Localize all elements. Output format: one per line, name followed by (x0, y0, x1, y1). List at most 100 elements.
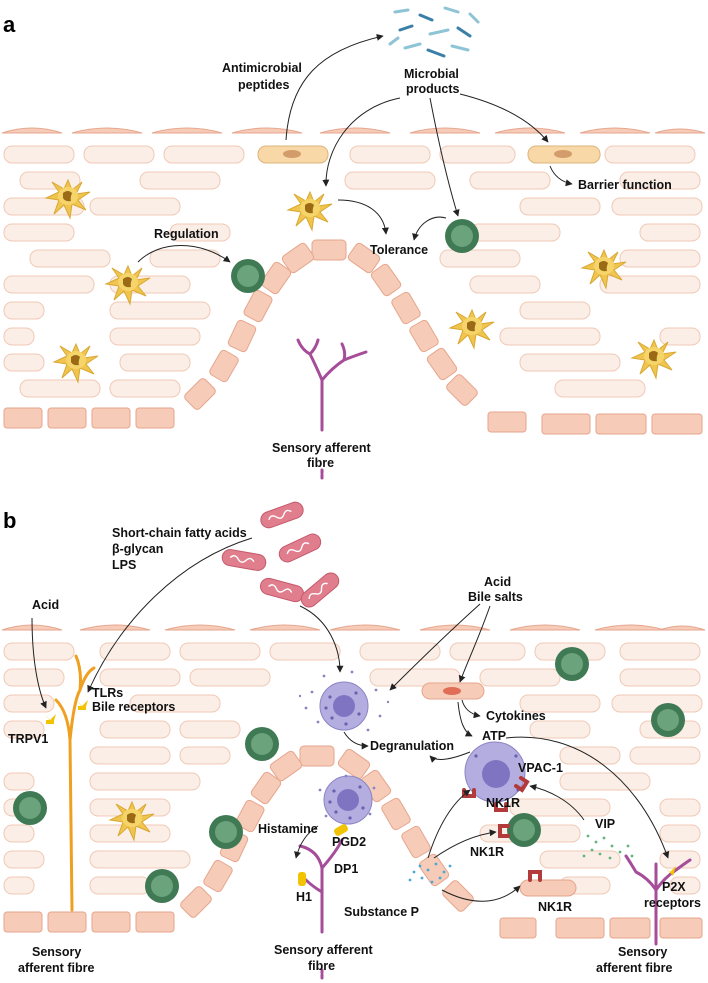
bacterium-icon (297, 569, 343, 611)
bacterium-icon (220, 547, 268, 573)
lymphocyte-cell (445, 219, 479, 253)
label-nk1r-immune: NK1R (470, 845, 504, 859)
vip-dots (582, 834, 634, 860)
arrow (457, 701, 473, 737)
dendritic-cell (287, 191, 333, 231)
panel-a: Antimicrobial peptides Microbial product… (1, 6, 706, 482)
arrow (322, 97, 401, 187)
arrow (285, 33, 384, 141)
label-p2x-line1: P2X (662, 880, 686, 894)
label-acid-left: Acid (32, 598, 59, 612)
basal-epithelial-row (3, 407, 703, 435)
bacterium-icon (257, 575, 307, 605)
dendritic-cell (53, 343, 99, 383)
arrow (87, 537, 253, 693)
label-bile-receptors: Bile receptors (92, 700, 175, 714)
bacterium-icon (275, 530, 325, 566)
arrow (505, 736, 670, 859)
arrow (461, 699, 481, 719)
arrow (429, 97, 460, 217)
panel-a-letter: a (3, 12, 16, 37)
arrow (343, 731, 369, 750)
lymphocyte-cell (245, 727, 279, 761)
arrow (427, 789, 471, 859)
label-dp1: DP1 (334, 862, 358, 876)
epithelium-layer (1, 624, 706, 895)
arrow (458, 605, 491, 683)
arrow (459, 93, 549, 143)
sensory-fibre (296, 338, 368, 482)
label-tolerance: Tolerance (370, 243, 428, 257)
label-barrier-function: Barrier function (578, 178, 672, 192)
granules (298, 670, 390, 732)
substance-p-dots (408, 862, 452, 884)
arrow (433, 829, 497, 859)
label-trpv1: TRPV1 (8, 732, 48, 746)
label-atp: ATP (482, 729, 506, 743)
mast-cell (323, 775, 373, 825)
dendritic-cell (631, 339, 677, 379)
arrow (337, 199, 389, 235)
crypt (180, 745, 474, 918)
arrow (137, 245, 231, 263)
mast-cell (319, 681, 369, 731)
receptor-yellow-icon (44, 700, 88, 724)
label-tlrs: TLRs (92, 686, 123, 700)
label-substance-p: Substance P (344, 905, 419, 919)
lymphocyte-cell (209, 815, 243, 849)
label-h1: H1 (296, 890, 312, 904)
label-sensory-mid-line1: Sensory afferent (274, 943, 373, 957)
label-nk1r-epithelial: NK1R (538, 900, 572, 914)
label-sensory-mid-line2: fibre (308, 959, 335, 973)
label-pgd2: PGD2 (332, 835, 366, 849)
lymphocyte-cell (13, 791, 47, 825)
label-p2x-line2: receptors (644, 896, 701, 910)
arrow (429, 751, 471, 763)
label-sensory-right-line2: afferent fibre (596, 961, 672, 975)
arrow (294, 825, 319, 859)
arrow (529, 783, 585, 821)
lymphocyte-cell (231, 259, 265, 293)
granules (318, 774, 376, 818)
label-lps: LPS (112, 558, 136, 572)
crypt (184, 239, 478, 410)
arrow (549, 165, 573, 187)
sensory-fibre-orange (54, 654, 96, 912)
arrow (31, 617, 47, 709)
lymphocyte-cell (651, 703, 685, 737)
label-cytokines: Cytokines (486, 709, 546, 723)
sensory-fibre (298, 838, 344, 982)
label-glycan: β-glycan (112, 542, 163, 556)
label-sensory-right-line1: Sensory (618, 945, 667, 959)
label-scfa: Short-chain fatty acids (112, 526, 247, 540)
label-vip: VIP (595, 817, 615, 831)
lymphocyte-cell (555, 647, 589, 681)
label-sensory-line2: fibre (307, 456, 334, 470)
arrow (389, 603, 481, 691)
activated-mast-cell (464, 741, 526, 803)
panel-b: Short-chain fatty acids β-glycan LPS Aci… (1, 499, 706, 982)
label-regulation: Regulation (154, 227, 219, 241)
label-sensory-left-line1: Sensory (32, 945, 81, 959)
arrow (441, 885, 521, 902)
epithelium-layer (1, 127, 706, 398)
lymphocyte-cell (145, 869, 179, 903)
receptor-yellow-icon (298, 824, 348, 886)
panel-b-letter: b (3, 508, 16, 533)
receptor-yellow-icon (664, 866, 676, 876)
sensory-fibre (624, 854, 692, 946)
label-sensory-line1: Sensory afferent (272, 441, 371, 455)
label-degranulation: Degranulation (370, 739, 454, 753)
lymphocyte-cell (507, 813, 541, 847)
label-nk1r-mast: NK1R (486, 796, 520, 810)
label-sensory-left-line2: afferent fibre (18, 961, 94, 975)
label-antimicrobial-line2: peptides (238, 78, 289, 92)
arrow (299, 605, 344, 673)
bacterium-icon (257, 499, 307, 531)
label-microbial-line1: Microbial (404, 67, 459, 81)
label-histamine: Histamine (258, 822, 318, 836)
label-microbial-line2: products (406, 82, 460, 96)
arrow (412, 216, 447, 241)
label-antimicrobial-line1: Antimicrobial (222, 61, 302, 75)
